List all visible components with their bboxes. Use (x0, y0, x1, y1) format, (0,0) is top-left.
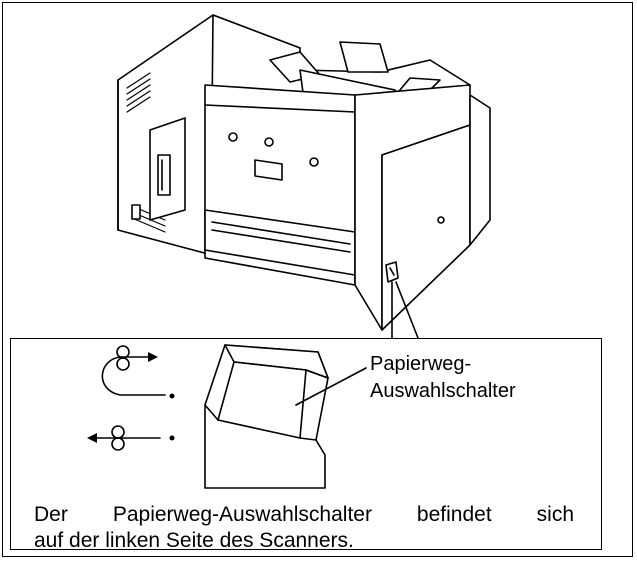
scanner-front (204, 84, 356, 286)
scanner-right-side (354, 84, 491, 331)
paper-path-return-icon (101, 345, 175, 399)
paper-path-straight-icon (87, 425, 175, 451)
caption-line2: auf der linken Seite des Scanners. (34, 529, 354, 552)
paper-path-switch-icon (204, 344, 329, 489)
caption-line1-text: Der Papierweg-Auswahlschalter befindet s… (34, 503, 574, 526)
caption-line1: Der Papierweg-Auswahlschalter befindet s… (34, 501, 574, 529)
callout-label-line1: Papierweg- (370, 353, 472, 375)
callout-label-line2: Auswahlschalter (370, 380, 516, 402)
